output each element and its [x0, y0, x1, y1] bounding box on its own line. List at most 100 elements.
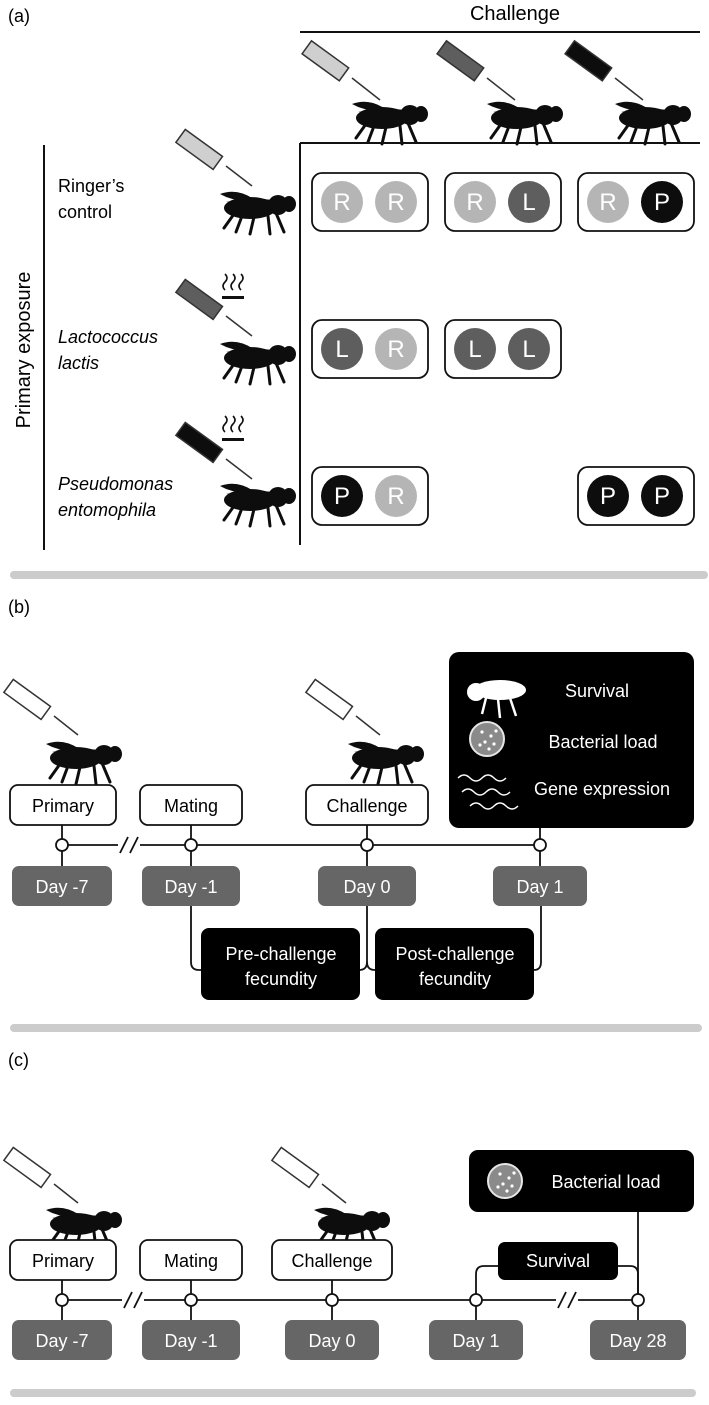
day-label: Day 0: [308, 1331, 355, 1351]
heat-killed-icon: [221, 273, 245, 300]
treatment-circle: [454, 181, 496, 223]
measure-gene-expression: Gene expression: [534, 779, 670, 799]
challenge-injection-fly-icon: [270, 1146, 392, 1252]
treatment-circle: [321, 181, 363, 223]
primary-injection-fly-icon: [2, 678, 124, 786]
event-mating: Mating: [164, 796, 218, 816]
event-primary-box: [9, 784, 117, 826]
timeline-break-c-icon: [557, 1291, 577, 1309]
row-label-lactis-2: lactis: [58, 353, 99, 373]
row-label-ringer-1: Ringer’s: [58, 176, 124, 196]
treatment-letter: P: [600, 483, 616, 510]
event-primary: Primary: [32, 796, 94, 816]
divider-b-c: [10, 1024, 702, 1032]
day-label: Day -1: [164, 1331, 217, 1351]
pre-fecundity-line2: fecundity: [245, 969, 317, 989]
treatment-grid: R R R L R P L R L L P R P P: [311, 172, 695, 526]
post-fecundity-line2: fecundity: [419, 969, 491, 989]
treatment-letter: L: [522, 336, 535, 363]
primary-fly-ringer-icon: [174, 128, 298, 236]
row-label-pseudomonas-1: Pseudomonas: [58, 474, 173, 494]
pre-challenge-fecundity-box: [201, 928, 360, 1000]
treatment-letter: L: [468, 336, 481, 363]
dead-fly-icon: [467, 680, 526, 719]
treatment-circle: [508, 328, 550, 370]
treatment-circle: [454, 328, 496, 370]
treatment-letter: L: [335, 336, 348, 363]
treatment-letter: L: [522, 189, 535, 216]
treatment-letter: R: [599, 189, 616, 216]
event-mating-box: [139, 1239, 243, 1281]
row-label-pseudomonas-2: entomophila: [58, 500, 156, 520]
treatment-circle: [587, 181, 629, 223]
event-primary-box: [9, 1239, 117, 1281]
day-box: [142, 866, 240, 906]
treatment-circle: [641, 181, 683, 223]
treatment-circle: [321, 328, 363, 370]
post-fecundity-line1: Post-challenge: [395, 944, 514, 964]
treatment-letter: R: [387, 336, 404, 363]
dna-icon: [457, 774, 519, 810]
timeline-break-c-icon: [123, 1291, 143, 1309]
event-challenge: Challenge: [326, 796, 407, 816]
treatment-circle: [321, 475, 363, 517]
treatment-circle: [641, 475, 683, 517]
treatment-letter: R: [387, 483, 404, 510]
panel-c-label: (c): [8, 1050, 29, 1070]
day-box: [12, 866, 112, 906]
primary-fly-pseudomonas-icon: [174, 415, 298, 528]
event-challenge: Challenge: [291, 1251, 372, 1271]
treatment-letter: R: [333, 189, 350, 216]
challenge-fly-ringer-icon: [301, 39, 430, 146]
event-mating: Mating: [164, 1251, 218, 1271]
post-challenge-fecundity-box: [375, 928, 534, 1000]
survival-box: [498, 1242, 618, 1280]
day-box: [142, 1320, 240, 1360]
day-box: [285, 1320, 379, 1360]
day-label: Day 0: [343, 877, 390, 897]
treatment-letter: P: [334, 483, 350, 510]
heat-killed-icon: [221, 415, 245, 442]
treatment-letter: P: [654, 189, 670, 216]
panel-a-label: (a): [8, 6, 30, 26]
day-box: [318, 866, 416, 906]
day-box: [590, 1320, 686, 1360]
survival-label: Survival: [526, 1251, 590, 1271]
event-challenge-box: [271, 1239, 393, 1281]
day-box: [429, 1320, 523, 1360]
measure-survival: Survival: [565, 681, 629, 701]
event-mating-box: [139, 784, 243, 826]
day-box: [12, 1320, 112, 1360]
day-label: Day -7: [35, 1331, 88, 1351]
treatment-letter: P: [654, 483, 670, 510]
treatment-letter: R: [387, 189, 404, 216]
treatment-circle: [375, 475, 417, 517]
day-label: Day -1: [164, 877, 217, 897]
day-label: Day 1: [516, 877, 563, 897]
treatment-circle: [587, 475, 629, 517]
row-label-ringer-2: control: [58, 202, 112, 222]
event-challenge-box: [305, 784, 429, 826]
bacterial-load-box: [469, 1150, 694, 1212]
treatment-circle: [375, 181, 417, 223]
bacterial-plate-icon: [487, 1163, 523, 1199]
timeline-break-b-icon: [119, 836, 139, 854]
divider-a-b: [10, 571, 708, 579]
day-label: Day -7: [35, 877, 88, 897]
treatment-circle: [508, 181, 550, 223]
treatment-circle: [375, 328, 417, 370]
day-label: Day 1: [452, 1331, 499, 1351]
bacterial-load-label: Bacterial load: [551, 1172, 660, 1192]
treatment-letter: R: [466, 189, 483, 216]
challenge-fly-lactis-icon: [436, 39, 565, 146]
measure-bacterial-load: Bacterial load: [548, 732, 657, 752]
row-label-lactis-1: Lactococcus: [58, 327, 158, 347]
day-label: Day 28: [609, 1331, 666, 1351]
challenge-injection-fly-icon: [304, 678, 426, 786]
panel-b-label: (b): [8, 597, 30, 617]
bottom-divider: [10, 1389, 696, 1397]
day-box: [493, 866, 587, 906]
event-primary: Primary: [32, 1251, 94, 1271]
challenge-fly-pseudomonas-icon: [564, 39, 693, 146]
